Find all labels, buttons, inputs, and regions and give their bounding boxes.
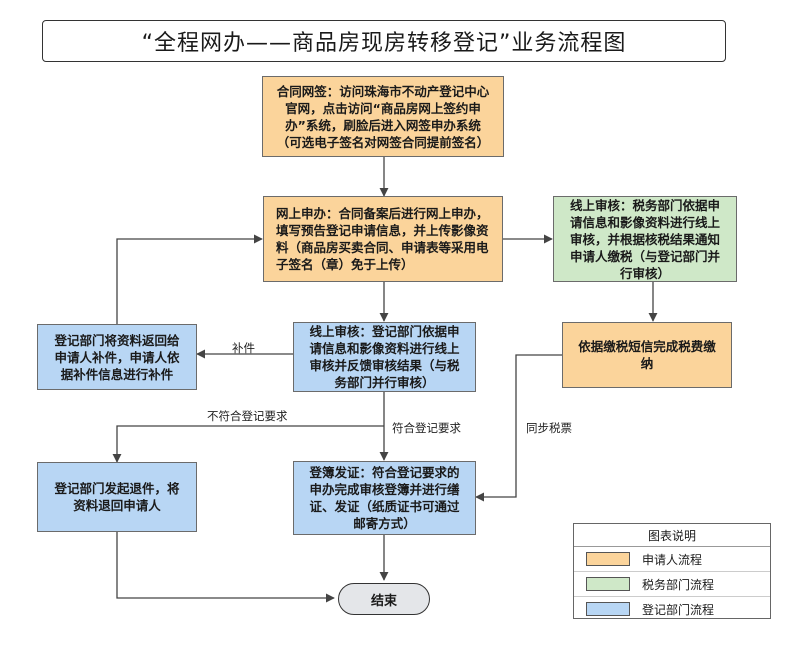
node-tax-payment: 依据缴税短信完成税费缴纳 <box>562 322 732 388</box>
label-supplement: 补件 <box>232 341 255 355</box>
legend-item-applicant: 申请人流程 <box>574 547 770 572</box>
edge-tax-pay-to-register <box>475 354 562 502</box>
node-tax-review: 线上审核：税务部门依据申请信息和影像资料进行线上审核，并根据核税结果通知申请人缴… <box>553 196 737 282</box>
label-qualified: 符合登记要求 <box>392 421 461 435</box>
node-end: 结束 <box>338 583 430 615</box>
legend-swatch-tax <box>586 577 630 591</box>
node-registry-review: 线上审核：登记部门依据申请信息和影像资料进行线上审核并反馈审核结果（与税务部门并… <box>293 322 476 392</box>
legend-label-tax: 税务部门流程 <box>642 577 715 592</box>
legend-swatch-applicant <box>586 552 630 566</box>
node-return-documents: 登记部门将资料返回给申请人补件，申请人依据补件信息进行补件 <box>37 324 197 390</box>
edge-not-qualified <box>112 425 384 463</box>
legend-item-tax: 税务部门流程 <box>574 572 770 597</box>
node-contract-signing: 合同网签：访问珠海市不动产登记中心官网，点击访问“商品房网上签约申办”系统，刷脸… <box>262 76 504 157</box>
label-sync-tax: 同步税票 <box>526 421 572 435</box>
legend: 图表说明 申请人流程 税务部门流程 登记部门流程 <box>573 523 771 619</box>
legend-item-registry: 登记部门流程 <box>574 597 770 621</box>
edge-return-to-apply <box>116 234 263 324</box>
legend-label-applicant: 申请人流程 <box>642 552 703 567</box>
legend-title: 图表说明 <box>574 524 770 547</box>
node-registration-certificate: 登簿发证：符合登记要求的申办完成审核登簿并进行缮证、发证（纸质证书可通过邮寄方式… <box>293 461 476 535</box>
edge-withdraw-to-end <box>116 532 335 603</box>
node-online-application: 网上申办：合同备案后进行网上申办，填写预告登记申请信息，并上传影像资料（商品房买… <box>263 196 503 282</box>
page-title: “全程网办——商品房现房转移登记”业务流程图 <box>42 20 726 62</box>
legend-label-registry: 登记部门流程 <box>642 602 715 617</box>
label-not-qualified: 不符合登记要求 <box>207 409 288 423</box>
node-withdrawal: 登记部门发起退件，将资料退回申请人 <box>37 462 197 532</box>
legend-swatch-registry <box>586 602 630 616</box>
